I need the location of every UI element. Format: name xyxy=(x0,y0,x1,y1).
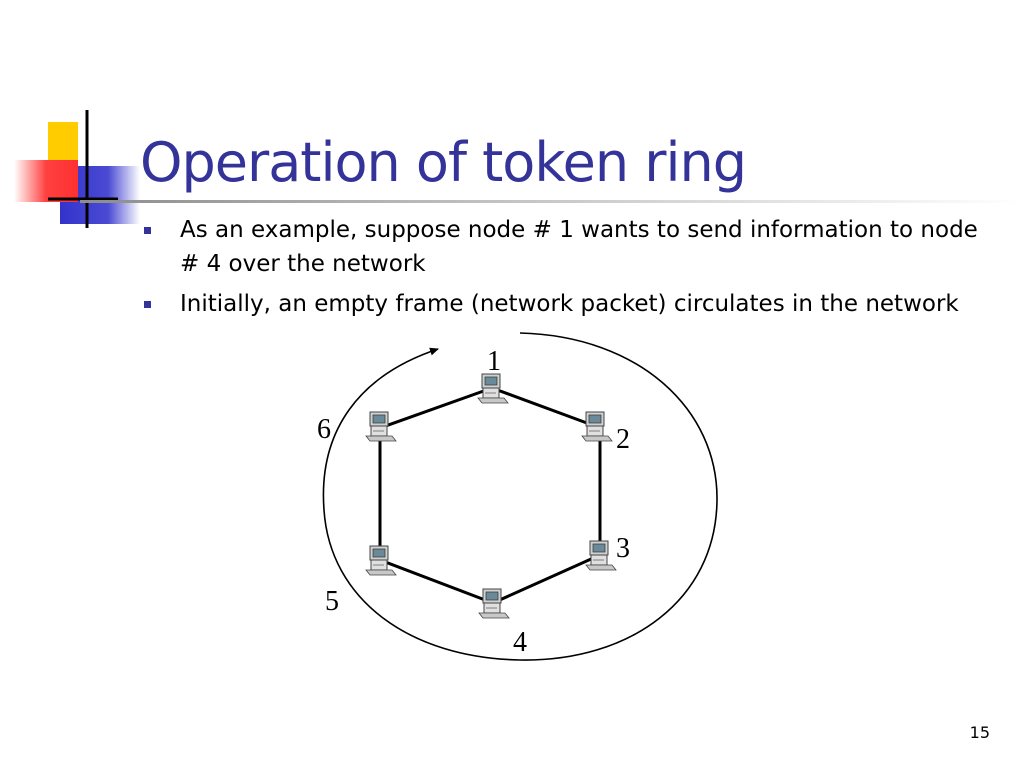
title-decoration xyxy=(14,110,140,228)
link-6-1 xyxy=(379,386,493,430)
bullet-marker-icon xyxy=(144,301,151,308)
link-4-5 xyxy=(379,558,494,605)
link-1-2 xyxy=(491,386,596,428)
node-5-computer-icon xyxy=(365,545,397,576)
node-1-label: 1 xyxy=(487,346,501,377)
node-6-computer-icon xyxy=(365,411,397,442)
node-3-computer-icon xyxy=(585,540,617,571)
node-5-label: 5 xyxy=(325,586,339,617)
node-1-computer-icon xyxy=(477,373,509,404)
bullet-text: As an example, suppose node # 1 wants to… xyxy=(180,217,978,277)
ring-direction-arc xyxy=(322,332,718,661)
node-2-computer-icon xyxy=(581,411,613,442)
bullet-item: As an example, suppose node # 1 wants to… xyxy=(142,213,1002,281)
title-underline xyxy=(80,200,1024,203)
bullet-text: Initially, an empty frame (network packe… xyxy=(180,291,959,317)
node-6-label: 6 xyxy=(317,414,331,445)
slide-number: 15 xyxy=(969,723,990,742)
link-3-4 xyxy=(492,553,601,605)
slide-title: Operation of token ring xyxy=(140,131,747,194)
ring-links xyxy=(378,386,602,605)
node-3-label: 3 xyxy=(616,533,630,564)
node-4-label: 4 xyxy=(513,627,527,658)
bullet-item: Initially, an empty frame (network packe… xyxy=(142,287,1002,321)
node-2-label: 2 xyxy=(616,424,630,455)
bullet-list: As an example, suppose node # 1 wants to… xyxy=(142,213,1002,327)
node-4-computer-icon xyxy=(478,588,510,619)
bullet-marker-icon xyxy=(144,227,151,234)
